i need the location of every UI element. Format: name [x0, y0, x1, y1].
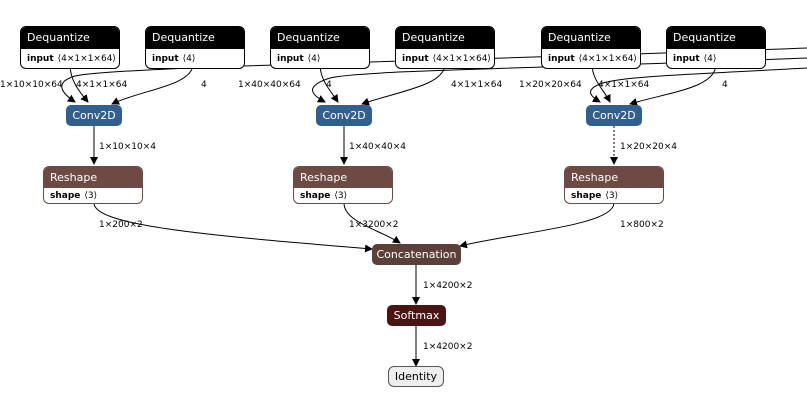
reshape-node-3[interactable]: Reshape shape⟨3⟩ — [564, 166, 664, 204]
node-title: Reshape — [294, 167, 392, 188]
dequantize-node-3[interactable]: Dequantize input⟨4⟩ — [270, 26, 370, 69]
attr-name: shape — [300, 191, 331, 201]
attr-value: ⟨4⟩ — [703, 54, 717, 64]
node-title: Dequantize — [542, 27, 640, 49]
attr-name: input — [673, 54, 700, 64]
node-title: Dequantize — [271, 27, 369, 49]
node-title: Reshape — [44, 167, 142, 188]
edge-b1-conv1 — [111, 63, 194, 105]
edge-b3-conv3 — [629, 63, 717, 106]
attr-value: ⟨3⟩ — [84, 191, 98, 201]
attr-value: ⟨3⟩ — [334, 191, 348, 201]
edge-label-bias-1: 4 — [201, 80, 207, 90]
edge-rs1-concat — [93, 202, 373, 253]
edge-label-weight-3: 4×1×1×64 — [598, 80, 650, 90]
edge-label-reshape2-out: 1×3200×2 — [349, 220, 399, 230]
node-title: Dequantize — [667, 27, 765, 49]
attr-name: shape — [50, 191, 81, 201]
node-attribute: input⟨4×1×1×64⟩ — [396, 49, 494, 68]
attr-name: input — [277, 54, 304, 64]
node-title: Dequantize — [21, 27, 119, 49]
node-title: Dequantize — [146, 27, 244, 49]
attr-name: input — [27, 54, 54, 64]
attr-value: ⟨3⟩ — [605, 191, 619, 201]
node-attribute: input⟨4×1×1×64⟩ — [21, 49, 119, 68]
edge-label-input-3: 1×20×20×64 — [519, 80, 582, 90]
node-attribute: input⟨4⟩ — [146, 49, 244, 68]
dequantize-node-6[interactable]: Dequantize input⟨4⟩ — [666, 26, 766, 69]
edge-input-conv3 — [590, 67, 807, 103]
edge-label-reshape3-out: 1×800×2 — [620, 220, 664, 230]
node-attribute: input⟨4×1×1×64⟩ — [542, 49, 640, 68]
attr-value: ⟨4×1×1×64⟩ — [57, 54, 116, 64]
edge-label-input-1: 1×10×10×64 — [0, 80, 63, 90]
attr-value: ⟨4×1×1×64⟩ — [578, 54, 637, 64]
reshape-node-1[interactable]: Reshape shape⟨3⟩ — [43, 166, 143, 204]
edge-label-bias-3: 4 — [722, 80, 728, 90]
edge-label-conv2-out: 1×40×40×4 — [349, 142, 406, 152]
node-attribute: shape⟨3⟩ — [44, 188, 142, 203]
edge-label-weight-1: 4×1×1×64 — [76, 80, 128, 90]
dequantize-node-5[interactable]: Dequantize input⟨4×1×1×64⟩ — [541, 26, 641, 69]
edge-label-conv3-out: 1×20×20×4 — [620, 142, 677, 152]
attr-value: ⟨4⟩ — [182, 54, 196, 64]
softmax-node[interactable]: Softmax — [387, 305, 446, 326]
node-attribute: shape⟨3⟩ — [294, 188, 392, 203]
identity-node[interactable]: Identity — [388, 366, 444, 387]
edge-label-reshape1-out: 1×200×2 — [99, 220, 143, 230]
dequantize-node-4[interactable]: Dequantize input⟨4×1×1×64⟩ — [395, 26, 495, 69]
attr-name: input — [152, 54, 179, 64]
attr-name: input — [402, 54, 429, 64]
attr-value: ⟨4×1×1×64⟩ — [432, 54, 491, 64]
node-title: Dequantize — [396, 27, 494, 49]
node-attribute: shape⟨3⟩ — [565, 188, 663, 203]
conv2d-node-2[interactable]: Conv2D — [316, 105, 372, 126]
attr-name: shape — [571, 191, 602, 201]
attr-value: ⟨4⟩ — [307, 54, 321, 64]
edge-rs3-concat — [459, 202, 615, 249]
edge-w2-conv2 — [361, 63, 446, 106]
edge-label-concat-out: 1×4200×2 — [423, 281, 473, 291]
conv2d-node-3[interactable]: Conv2D — [586, 105, 642, 126]
node-title: Reshape — [565, 167, 663, 188]
dequantize-node-2[interactable]: Dequantize input⟨4⟩ — [145, 26, 245, 69]
edge-label-input-2: 1×40×40×64 — [238, 80, 301, 90]
edge-label-softmax-out: 1×4200×2 — [423, 342, 473, 352]
conv2d-node-1[interactable]: Conv2D — [66, 105, 122, 126]
edge-label-weight-2: 4×1×1×64 — [451, 80, 503, 90]
attr-name: input — [548, 54, 575, 64]
node-attribute: input⟨4⟩ — [271, 49, 369, 68]
node-attribute: input⟨4⟩ — [667, 49, 765, 68]
concatenation-node[interactable]: Concatenation — [372, 244, 461, 265]
edge-rs2-concat — [343, 202, 401, 244]
edge-input-conv2 — [312, 57, 807, 103]
edge-label-bias-2: 4 — [326, 80, 332, 90]
dequantize-node-1[interactable]: Dequantize input⟨4×1×1×64⟩ — [20, 26, 120, 69]
reshape-node-2[interactable]: Reshape shape⟨3⟩ — [293, 166, 393, 204]
edge-label-conv1-out: 1×10×10×4 — [99, 142, 156, 152]
